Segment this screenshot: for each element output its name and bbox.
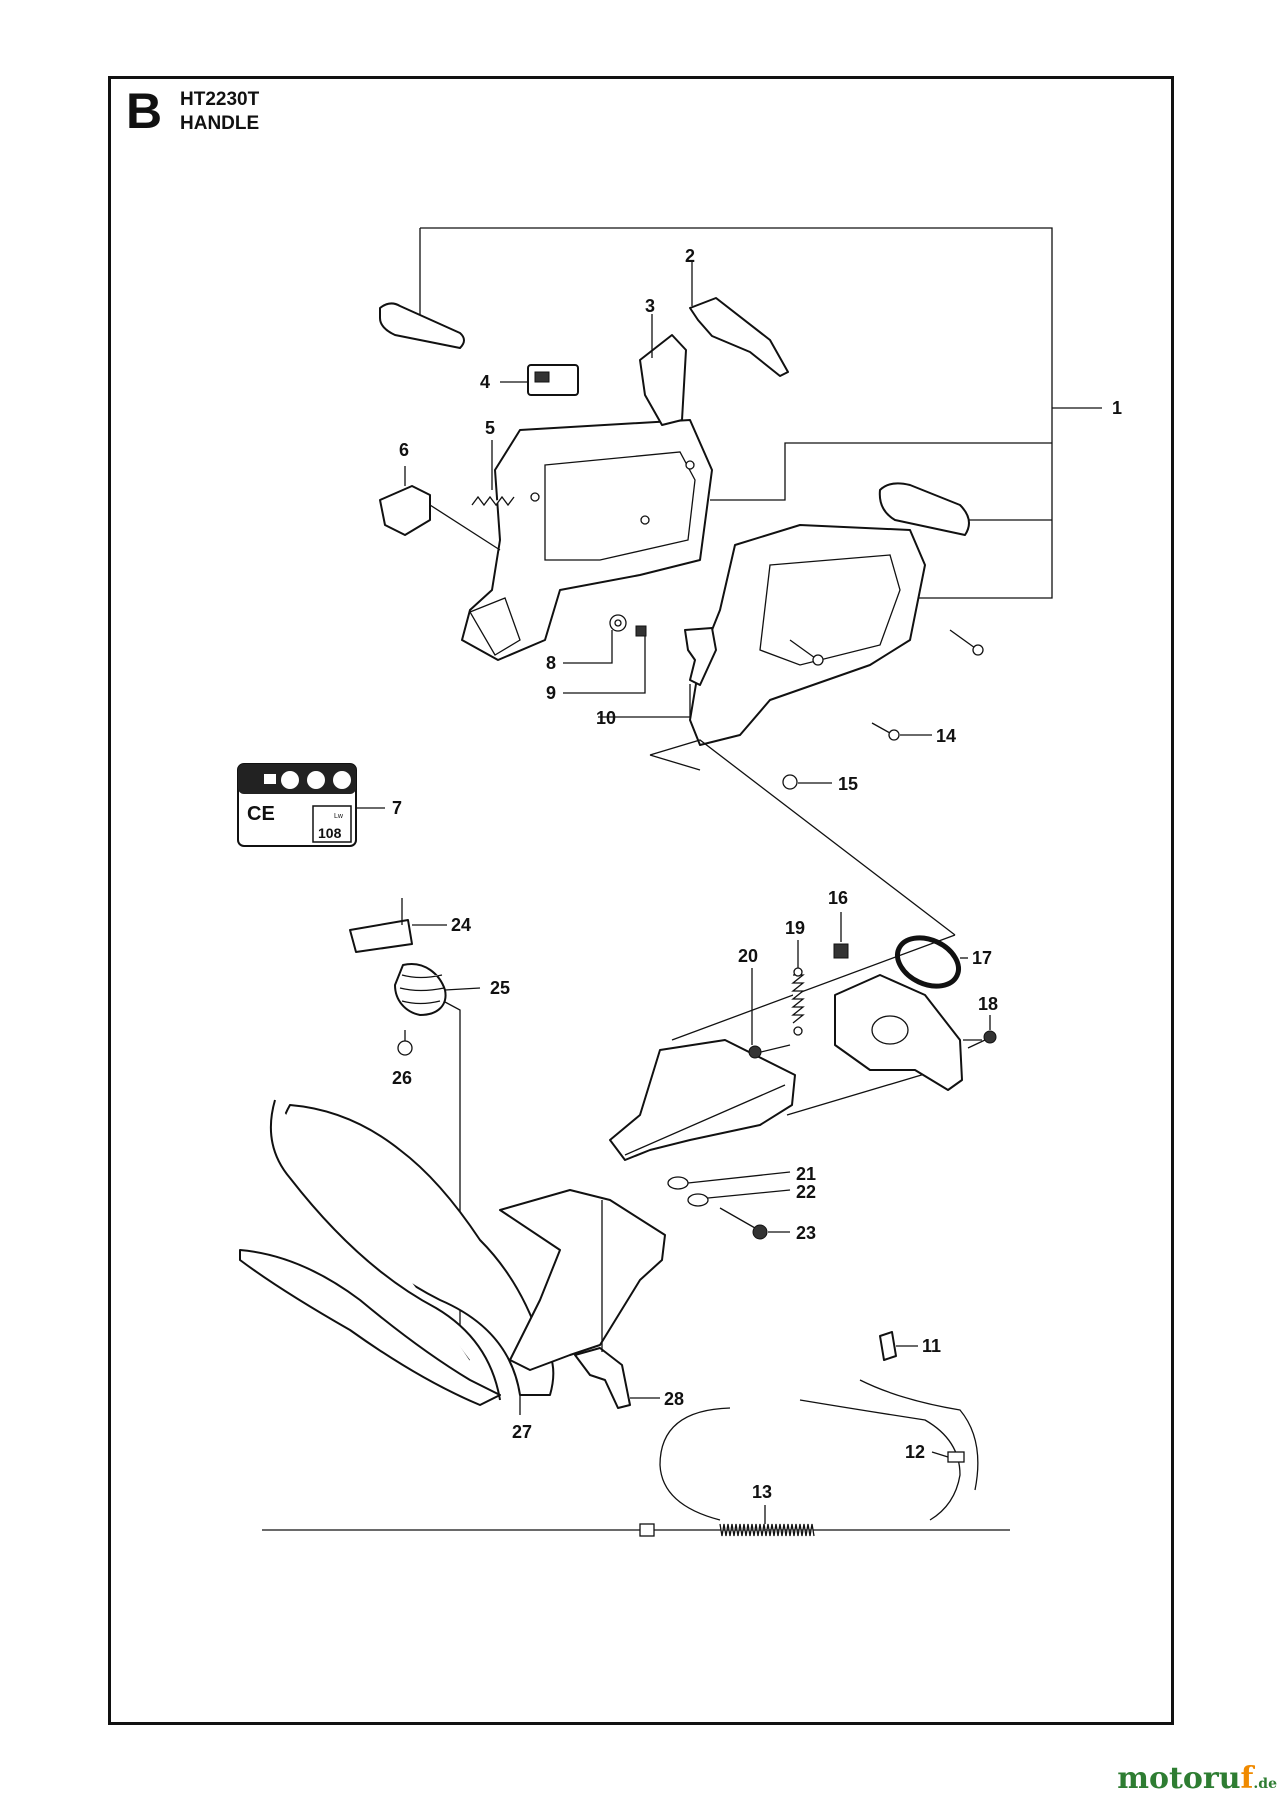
part-18-screw bbox=[967, 1015, 997, 1049]
handle-grip-cover bbox=[878, 482, 970, 536]
callout-7: 7 bbox=[392, 798, 402, 818]
callout-22: 22 bbox=[796, 1182, 816, 1202]
diagram-frame bbox=[108, 76, 1174, 1725]
callout-25: 25 bbox=[490, 978, 510, 998]
watermark-tld: .de bbox=[1253, 1776, 1277, 1792]
assembly-guide bbox=[649, 739, 956, 936]
part-20-screw bbox=[748, 968, 791, 1059]
callout-15: 15 bbox=[838, 774, 858, 794]
part-22-washer bbox=[687, 1189, 791, 1207]
callout-3: 3 bbox=[645, 296, 655, 316]
callout-2: 2 bbox=[685, 246, 695, 266]
part-3-trigger-lock bbox=[639, 314, 687, 426]
diagram-title: HANDLE bbox=[180, 113, 260, 134]
part-1-bracket bbox=[419, 227, 1102, 599]
callout-18: 18 bbox=[978, 994, 998, 1014]
handle-cover-top bbox=[379, 302, 465, 349]
part-10-bracket bbox=[598, 627, 717, 718]
part-27-front-handle bbox=[239, 1099, 666, 1415]
part-9-screw bbox=[563, 625, 647, 694]
callout-16: 16 bbox=[828, 888, 848, 908]
callout-26: 26 bbox=[392, 1068, 412, 1088]
mount-housing bbox=[834, 974, 982, 1091]
callout-10: 10 bbox=[596, 708, 616, 728]
part-26-screw bbox=[397, 1030, 413, 1056]
callout-labels: 1 2 3 4 5 6 7 8 9 10 11 12 13 14 15 16 1… bbox=[392, 246, 1122, 1502]
callout-8: 8 bbox=[546, 653, 556, 673]
part-15-screw bbox=[782, 774, 832, 790]
callout-13: 13 bbox=[752, 1482, 772, 1502]
callout-20: 20 bbox=[738, 946, 758, 966]
part-24-plate bbox=[349, 898, 447, 953]
decal-ce-mark: CE bbox=[247, 803, 275, 825]
callout-1: 1 bbox=[1112, 398, 1122, 418]
callout-28: 28 bbox=[664, 1389, 684, 1409]
brand-watermark: motoruf.de bbox=[1117, 1764, 1277, 1794]
part-17-o-ring bbox=[895, 935, 968, 989]
callout-19: 19 bbox=[785, 918, 805, 938]
handle-housing-right bbox=[689, 524, 926, 746]
part-28-clip bbox=[574, 1200, 660, 1409]
handle-housing-left bbox=[461, 419, 713, 661]
part-11-clip bbox=[879, 1331, 918, 1361]
part-4-switch bbox=[500, 364, 579, 396]
callout-17: 17 bbox=[972, 948, 992, 968]
part-13-throttle-cable bbox=[262, 1505, 1010, 1537]
part-8-nut bbox=[563, 614, 627, 664]
part-6-switch-assembly bbox=[379, 466, 501, 551]
callout-11: 11 bbox=[922, 1336, 941, 1356]
callout-12: 12 bbox=[905, 1442, 925, 1462]
mounting-plate bbox=[609, 934, 956, 1161]
callout-27: 27 bbox=[512, 1422, 532, 1442]
part-16-screw bbox=[833, 912, 849, 959]
part-21-washer bbox=[667, 1171, 791, 1190]
section-letter: B bbox=[126, 83, 163, 139]
callout-14: 14 bbox=[936, 726, 956, 746]
part-5-spring bbox=[471, 440, 515, 507]
part-12-cables bbox=[659, 1379, 979, 1521]
part-14-screw bbox=[871, 722, 932, 741]
callout-23: 23 bbox=[796, 1223, 816, 1243]
handle-screws-right bbox=[789, 629, 984, 666]
decal-lw: Lw bbox=[334, 813, 344, 820]
watermark-brand: motoru bbox=[1117, 1761, 1241, 1796]
callout-9: 9 bbox=[546, 683, 556, 703]
callout-6: 6 bbox=[399, 440, 409, 460]
callout-5: 5 bbox=[485, 418, 495, 438]
callout-21: 21 bbox=[796, 1164, 816, 1184]
part-19-spring bbox=[791, 940, 805, 1036]
part-2-throttle-trigger bbox=[689, 262, 789, 377]
part-23-bolt bbox=[719, 1207, 790, 1240]
decal-sound-level: 108 bbox=[318, 825, 342, 841]
callout-24: 24 bbox=[451, 915, 471, 935]
part-7-decal: CE 108 Lw bbox=[237, 763, 385, 847]
model-number: HT2230T bbox=[180, 89, 260, 110]
callout-4: 4 bbox=[480, 372, 490, 392]
watermark-brand-accent: f bbox=[1240, 1761, 1254, 1796]
